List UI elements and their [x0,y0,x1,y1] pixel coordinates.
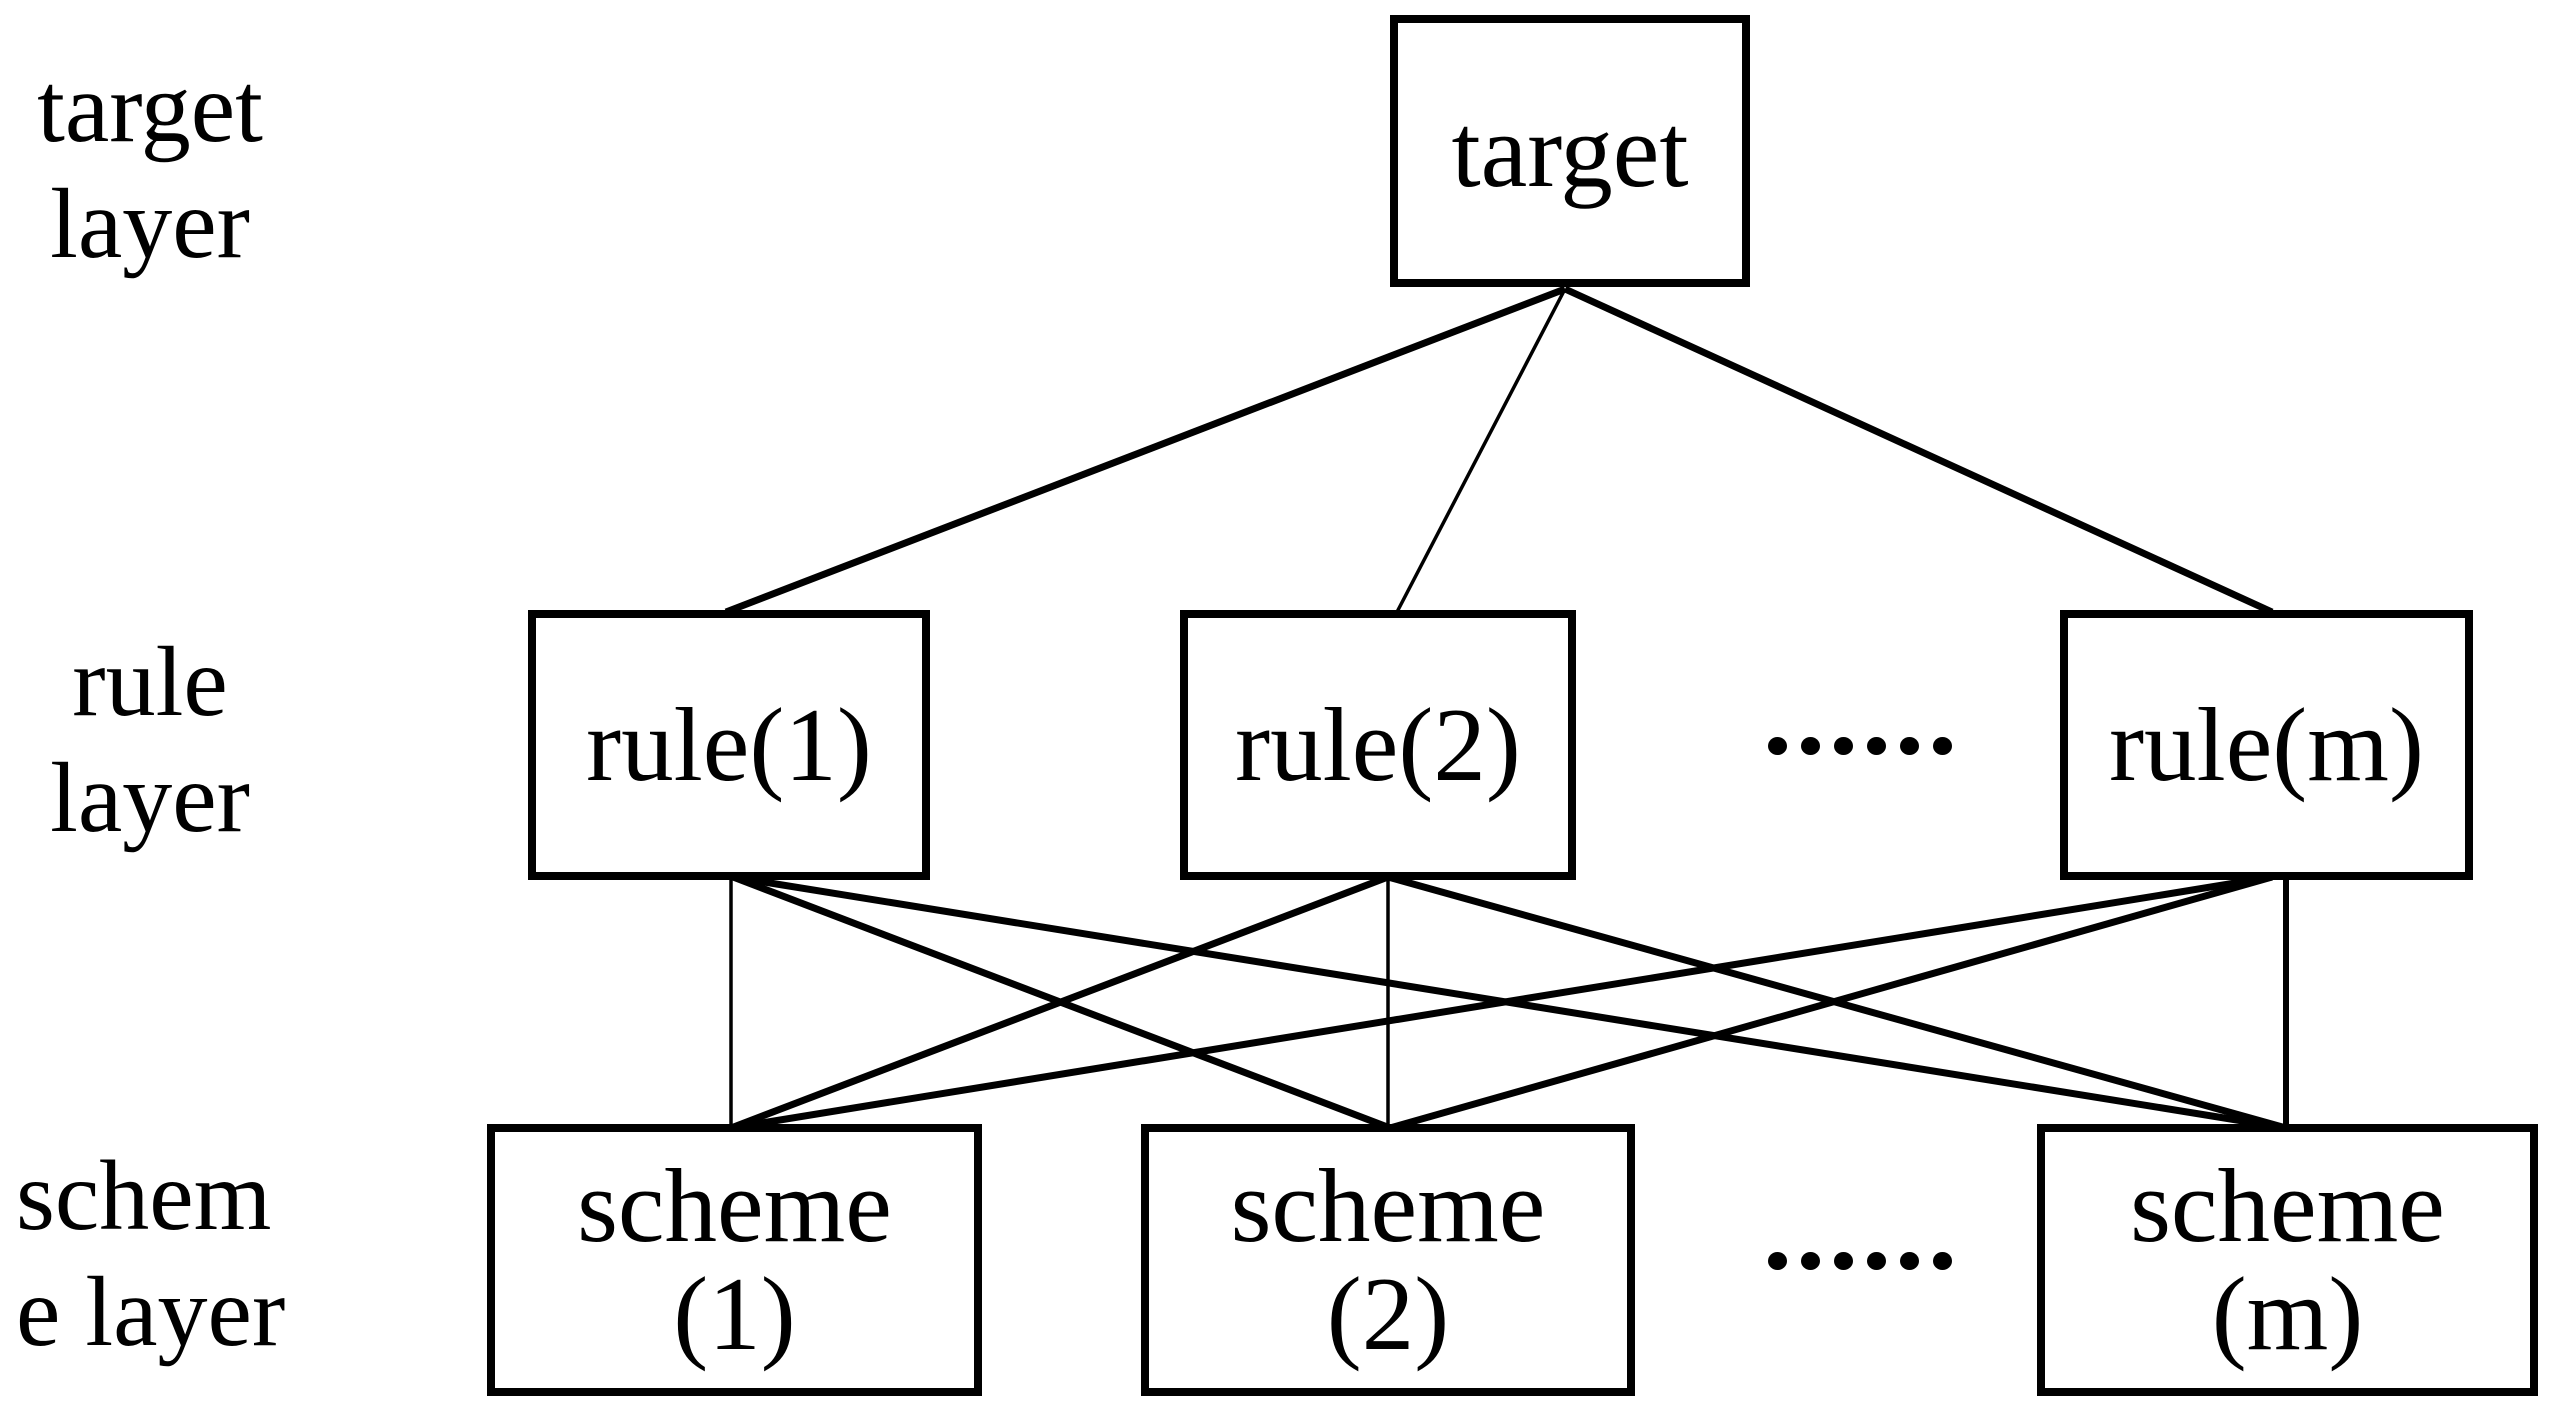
node-scheme-m-label-line2: (m) [2211,1255,2364,1372]
edge-target-to-rule2 [1395,288,1567,613]
ellipsis-dot [1834,737,1853,755]
ellipsis-dot [1834,1252,1853,1270]
node-scheme-1: scheme (1) [487,1124,982,1396]
label-rule-layer: rule layer [50,626,250,853]
ellipsis-scheme-row [1768,1252,1952,1270]
node-target: target [1390,15,1750,287]
edge-rulem-to-scheme1 [730,873,2273,1132]
edge-rulem-to-scheme2 [1389,873,2273,1132]
node-scheme-2-label-line1: scheme [1230,1147,1546,1264]
ellipsis-dot [1933,737,1952,755]
node-scheme-2: scheme (2) [1141,1124,1635,1396]
label-scheme-layer: schem e layer [16,1140,286,1367]
node-rule-m: rule(m) [2060,610,2473,880]
ellipsis-dot [1768,737,1787,755]
node-scheme-1-label-line2: (1) [673,1255,796,1372]
ellipsis-dot [1801,737,1820,755]
node-rule-1: rule(1) [528,610,930,880]
node-rule-2-label: rule(2) [1235,686,1521,803]
ellipsis-rule-row [1768,737,1952,755]
ellipsis-dot [1933,1252,1952,1270]
ellipsis-dot [1900,1252,1919,1270]
node-rule-m-label: rule(m) [2109,686,2424,803]
node-scheme-1-label-line1: scheme [577,1147,892,1264]
label-target-layer: target layer [37,52,263,279]
ellipsis-dot [1867,737,1886,755]
edge-target-to-rulem [1563,285,2274,616]
node-target-label: target [1451,92,1689,209]
ellipsis-dot [1768,1252,1787,1270]
node-scheme-m-label-line1: scheme [2130,1147,2445,1264]
node-scheme-m: scheme (m) [2037,1124,2538,1396]
node-scheme-2-label-line2: (2) [1326,1255,1450,1372]
edge-rule2-to-scheme1 [729,873,1390,1132]
edge-target-to-rule1 [724,285,1567,616]
node-rule-2: rule(2) [1180,610,1576,880]
node-rule-1-label: rule(1) [586,686,872,803]
ellipsis-dot [1867,1252,1886,1270]
ellipsis-dot [1801,1252,1820,1270]
ellipsis-dot [1900,737,1919,755]
